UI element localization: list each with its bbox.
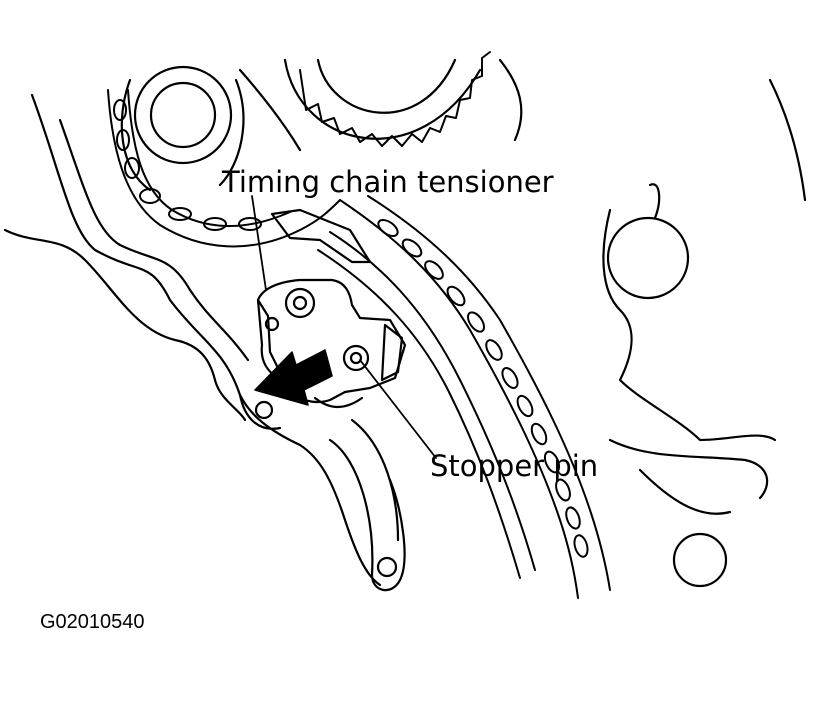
right-casing-lower: [608, 438, 769, 500]
stopper-pin-label: Stopper pin: [430, 449, 599, 483]
camshaft-sprocket-hub: [149, 81, 217, 149]
tensioner-flange: [256, 298, 282, 374]
left-casing-inner: [58, 118, 250, 362]
chain-left-run: [107, 89, 341, 248]
chain-right-run: [339, 195, 611, 599]
lower-housing: [328, 438, 406, 592]
chain-guide: [317, 231, 536, 579]
right-edge: [768, 78, 807, 202]
right-sprocket-rim: [283, 58, 482, 140]
leader-line-stopper: [359, 359, 437, 459]
sprocket-web: [120, 78, 245, 192]
right-casing-outline: [602, 208, 777, 442]
leader-line-tensioner: [251, 195, 267, 291]
lower-housing-inner: [350, 418, 400, 542]
tensioner-shoe: [270, 208, 372, 264]
camshaft-sprocket-outer: [133, 65, 233, 165]
lower-mount-hole: [254, 400, 274, 420]
lower-bolt-hole: [376, 556, 398, 578]
tensioner-mount-bolt: [284, 287, 316, 319]
figure-id: G02010540: [40, 611, 145, 633]
right-sprocket-inner: [316, 58, 457, 114]
upper-casing-arc: [238, 58, 523, 152]
tensioner-small-hole: [264, 316, 280, 332]
stopper-pin-head: [342, 344, 370, 372]
right-round-boss: [606, 216, 690, 300]
stopper-pin-inner: [349, 351, 363, 365]
tensioner-plunger: [380, 323, 404, 382]
tensioner-bracket-outline: [238, 393, 282, 430]
left-casing-edge: [3, 228, 247, 422]
right-casing-bottom: [638, 468, 732, 515]
tensioner-bracket: [313, 396, 364, 409]
tensioner-label: Timing chain tensioner: [222, 165, 554, 199]
left-casing-outline: [30, 93, 382, 587]
right-lower-bolt: [672, 532, 728, 588]
right-boss-stem: [648, 183, 661, 220]
tensioner-mount-bolt-inner: [292, 295, 308, 311]
right-sprocket-teeth: [299, 51, 491, 147]
push-arrow-icon: [254, 349, 333, 406]
